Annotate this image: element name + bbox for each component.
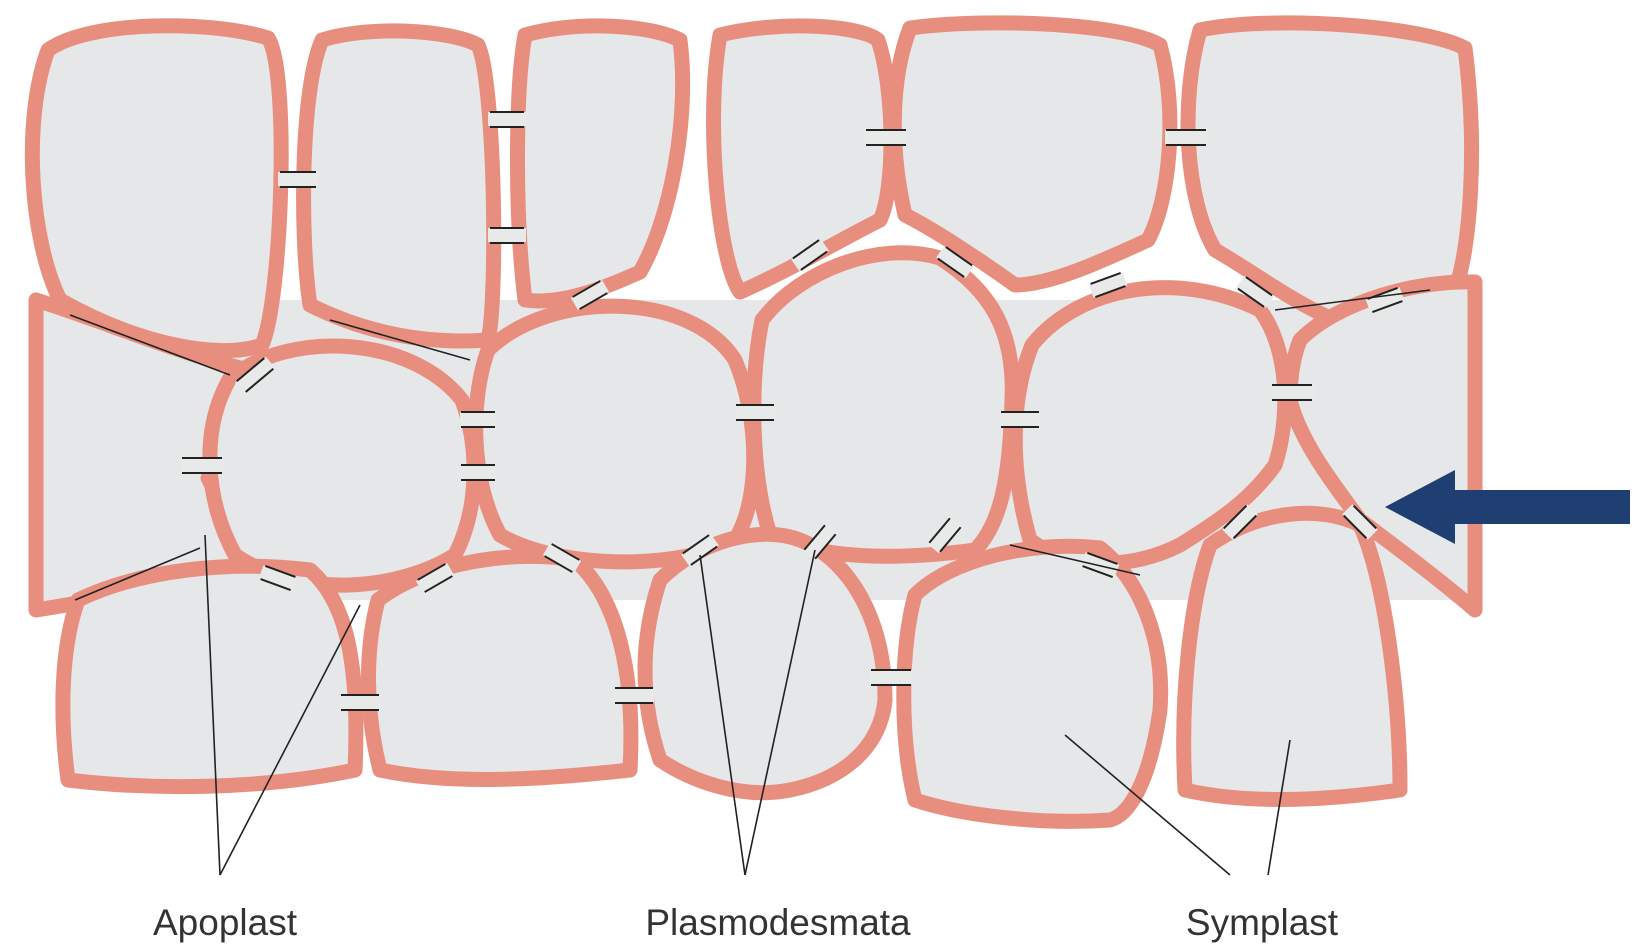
cell-top-3	[518, 26, 683, 301]
cell-mid-3	[476, 306, 754, 562]
cell-top-1	[32, 26, 281, 351]
cell-bot-4	[904, 546, 1161, 821]
label-apoplast: Apoplast	[153, 902, 298, 943]
cell-top-2	[304, 31, 494, 341]
cell-bot-1	[63, 566, 356, 786]
cell-bot-5	[1184, 513, 1400, 799]
label-plasmodesmata: Plasmodesmata	[645, 902, 911, 943]
cell-top-5	[894, 23, 1170, 285]
label-symplast: Symplast	[1186, 902, 1339, 943]
cell-bot-2	[368, 556, 630, 779]
cell-bot-3	[645, 534, 885, 792]
cell-mid-4	[754, 253, 1012, 557]
cell-top-6	[1188, 23, 1472, 320]
